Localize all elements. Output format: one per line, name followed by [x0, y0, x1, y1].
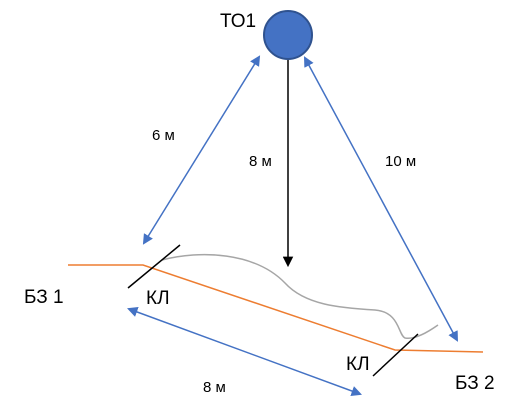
- cable-label-left: КЛ: [146, 288, 170, 309]
- boundary-2-label: БЗ 2: [455, 373, 495, 394]
- boundary-1-label: БЗ 1: [24, 287, 64, 308]
- distance-arrow-left: [142, 55, 261, 245]
- cable-crossing-tick-right: [372, 333, 419, 377]
- cable-line: [161, 253, 439, 340]
- point-circle: [263, 10, 313, 60]
- cable-label-right: КЛ: [346, 354, 370, 375]
- distance-arrow-right: [304, 56, 458, 342]
- distance-label-center: 8 м: [249, 153, 272, 170]
- point-label: ТО1: [220, 11, 256, 32]
- distance-label-left: 6 м: [152, 127, 175, 144]
- distance-label-bottom: 8 м: [203, 379, 226, 396]
- cable-crossing-tick-left: [127, 244, 181, 289]
- boundary-line: [68, 264, 484, 353]
- distance-arrow-bottom: [127, 306, 362, 397]
- distance-label-right: 10 м: [385, 153, 416, 170]
